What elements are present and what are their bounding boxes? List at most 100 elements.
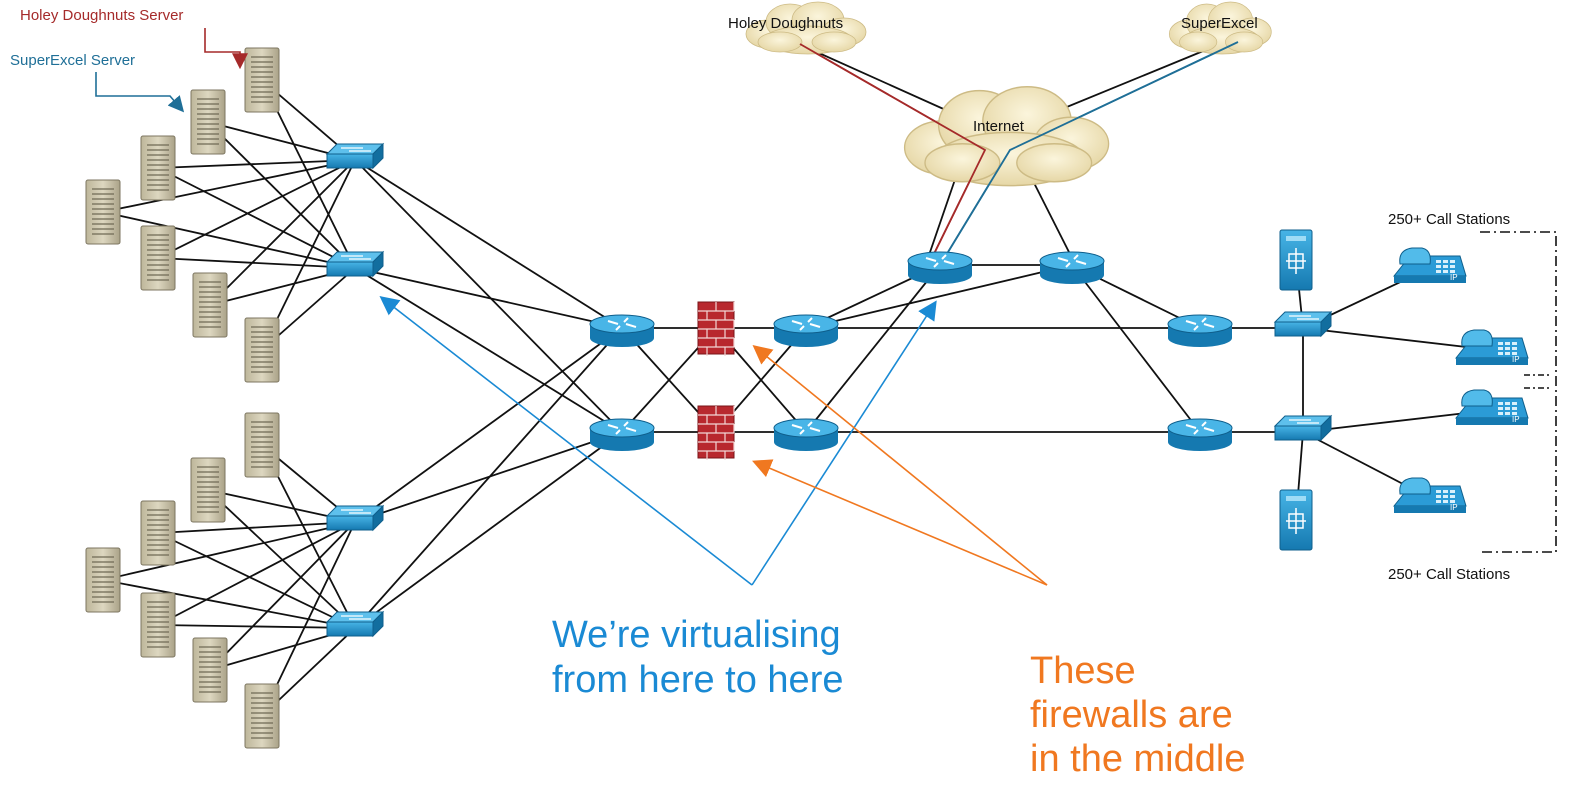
link-line: [1071, 264, 1201, 433]
phone-key: [1436, 260, 1441, 263]
phone-key: [1505, 407, 1510, 410]
phone-key: [1512, 347, 1517, 350]
router-arrows: [925, 254, 955, 268]
firewalls-annotation-line2: firewalls are: [1030, 694, 1233, 736]
phone-key: [1436, 265, 1441, 268]
phone-key: [1443, 495, 1448, 498]
switch-front: [1274, 321, 1322, 337]
link-line: [157, 521, 356, 626]
server-body: [85, 179, 121, 245]
phone-handset: [1399, 247, 1431, 265]
link-line: [157, 532, 356, 629]
phone-key: [1450, 500, 1455, 503]
server-rack-icon: [244, 47, 280, 113]
annotation-arrows: [95, 28, 1048, 586]
link-line: [354, 327, 623, 523]
phone-handset: [1461, 329, 1493, 347]
switch-front: [326, 621, 374, 637]
phone-key: [1498, 342, 1503, 345]
ip-phone-icon: IP: [1392, 477, 1467, 513]
switch-arrows: [1289, 419, 1319, 424]
phone-key: [1505, 352, 1510, 355]
server-body: [192, 637, 228, 703]
superexcel-path-line: [941, 41, 1239, 263]
phone-handset: [1399, 477, 1431, 495]
switch-side: [372, 504, 384, 532]
server-rack-icon: [140, 225, 176, 291]
phone-key: [1512, 402, 1517, 405]
link-line: [207, 121, 356, 269]
link-line: [805, 264, 941, 433]
router-top: [773, 314, 839, 334]
call-server-slot: [1286, 236, 1306, 241]
holey-server-label: Holey Doughnuts Server: [20, 7, 184, 24]
link-line: [207, 489, 356, 629]
phone-key: [1498, 347, 1503, 350]
switch-front: [326, 515, 374, 531]
phone-key: [1443, 270, 1448, 273]
firewalls-arrow-bottom: [752, 459, 1048, 586]
link-line: [1029, 174, 1073, 259]
cloud-puff: [811, 31, 857, 53]
router-top: [1039, 251, 1105, 271]
link-line: [102, 211, 356, 269]
router-icon: [589, 314, 655, 347]
phone-key: [1512, 407, 1517, 410]
server-body: [85, 547, 121, 613]
router-icon: [1167, 314, 1233, 347]
server-body: [140, 225, 176, 291]
switch-front: [1274, 425, 1322, 441]
phone-key: [1436, 495, 1441, 498]
phone-handset: [1461, 389, 1493, 407]
server-rack-icon: [190, 457, 226, 523]
router-icon: [1039, 251, 1105, 284]
phone-key: [1450, 270, 1455, 273]
phone-key: [1505, 412, 1510, 415]
router-top: [907, 251, 973, 271]
firewalls-annotation-line1: These: [1030, 650, 1136, 692]
router-arrows: [791, 421, 821, 435]
server-rack-icon: [85, 547, 121, 613]
phone-key: [1443, 490, 1448, 493]
phone-key: [1512, 352, 1517, 355]
superexcel-cloud-label: SuperExcel: [1181, 15, 1258, 32]
phone-key: [1498, 407, 1503, 410]
cloud-puff: [1225, 31, 1264, 53]
link-line: [354, 267, 623, 433]
server-body: [244, 47, 280, 113]
switch-icon: [1273, 414, 1333, 442]
server-rack-icon: [140, 592, 176, 658]
ip-phone-icon: IP: [1454, 329, 1529, 365]
server-rack-icon: [192, 637, 228, 703]
router-arrows: [1185, 421, 1215, 435]
router-icon: [773, 314, 839, 347]
link-line: [157, 159, 356, 259]
cloud-puff: [1016, 143, 1093, 183]
server-rack-icon: [85, 179, 121, 245]
internet-cloud-icon: [903, 86, 1110, 187]
firewalls-annotation-line3: in the middle: [1030, 738, 1246, 780]
phone-key: [1443, 265, 1448, 268]
switch-icon: [325, 610, 385, 638]
router-arrows: [1057, 254, 1087, 268]
phone-key: [1498, 352, 1503, 355]
phone-key: [1436, 270, 1441, 273]
call-server-symbol: [1286, 508, 1306, 534]
router-base: [1168, 433, 1232, 451]
link-line: [805, 264, 1073, 329]
phone-key: [1443, 260, 1448, 263]
virtualising-annotation-line1: We’re virtualising: [552, 614, 841, 656]
call-stations-bottom-label: 250+ Call Stations: [1388, 566, 1511, 583]
phone-key: [1443, 500, 1448, 503]
link-line: [209, 159, 356, 306]
switch-arrows: [341, 615, 371, 620]
router-arrows: [607, 421, 637, 435]
switch-icon: [325, 250, 385, 278]
phone-key: [1512, 342, 1517, 345]
router-base: [908, 266, 972, 284]
call-stations-bracket: [1480, 231, 1557, 553]
link-line: [157, 257, 356, 269]
